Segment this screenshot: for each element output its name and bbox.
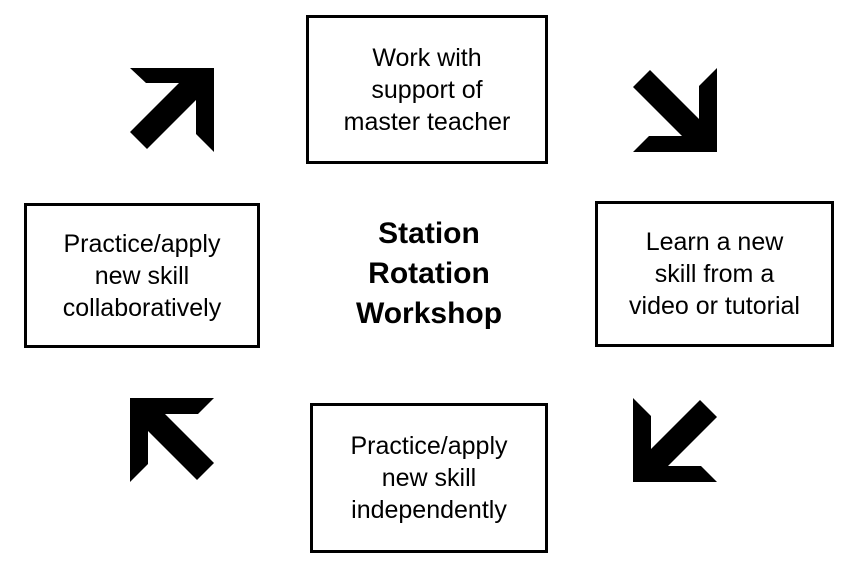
node-label-learn-new-skill: Learn a new skill from a video or tutori… xyxy=(629,228,800,320)
node-label-work-with-support: Work with support of master teacher xyxy=(343,43,511,136)
node-box-practice-collaboratively[interactable]: Practice/apply new skill collaboratively xyxy=(24,203,260,348)
arrow-northwest-icon xyxy=(122,390,222,490)
arrow-southwest-icon xyxy=(625,390,725,490)
arrow-northeast-icon xyxy=(122,60,222,160)
node-label-practice-collaboratively: Practice/apply new skill collaboratively xyxy=(62,229,222,322)
node-box-practice-independently[interactable]: Practice/apply new skill independently xyxy=(310,403,548,553)
node-box-work-with-support[interactable]: Work with support of master teacher xyxy=(306,15,548,164)
arrow-southeast-icon xyxy=(625,60,725,160)
node-box-learn-new-skill[interactable]: Learn a new skill from a video or tutori… xyxy=(595,201,834,347)
center-title: Station Rotation Workshop xyxy=(355,217,503,330)
node-label-practice-independently: Practice/apply new skill independently xyxy=(350,432,508,524)
